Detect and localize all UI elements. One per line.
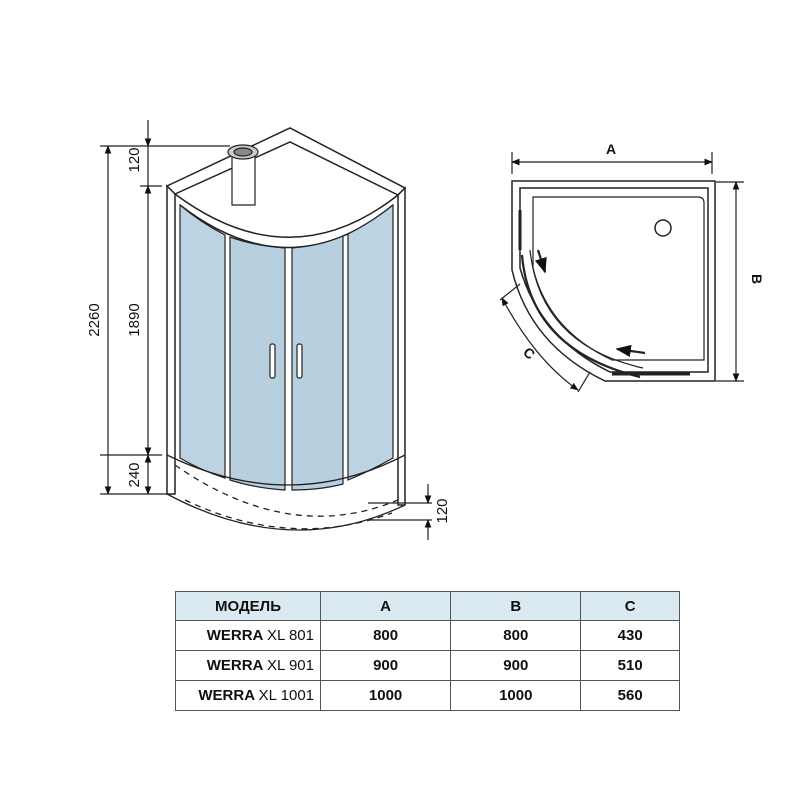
value-c: 430 [580, 620, 680, 651]
column-header-b: B [450, 591, 582, 621]
table-header-row: МОДЕЛЬ A B C [175, 591, 680, 621]
dim-tray-label: 120 [434, 498, 451, 523]
value-b: 1000 [450, 680, 582, 711]
table-row: WERRA XL 901 900 900 510 [175, 650, 680, 681]
model-number: XL 1001 [258, 687, 314, 704]
glass-panel-left [179, 203, 226, 479]
door-handles [269, 343, 303, 379]
dim-total-height-label: 2260 [86, 303, 103, 336]
dim-top-label: 120 [126, 147, 143, 172]
dim-c-label: C [520, 344, 538, 363]
value-a: 900 [319, 650, 452, 681]
glass-panel-door-right [291, 235, 344, 491]
glass-panel-right [347, 203, 394, 481]
opening-c-dimension [499, 283, 591, 393]
table-row: WERRA XL 801 800 800 430 [175, 620, 680, 651]
value-a: 1000 [319, 680, 452, 711]
dim-b-label: B [749, 274, 765, 284]
model-number: XL 901 [267, 657, 314, 674]
dim-a-label: A [606, 141, 616, 157]
value-c: 510 [580, 650, 680, 681]
dimensions-table: МОДЕЛЬ A B C WERRA XL 801 800 800 430 WE… [175, 591, 680, 711]
model-name: WERRA [206, 657, 263, 674]
value-b: 800 [450, 620, 582, 651]
height-dimensions [100, 120, 230, 495]
value-c: 560 [580, 680, 680, 711]
value-a: 800 [319, 620, 452, 651]
model-cell: WERRA XL 1001 [175, 680, 321, 711]
slide-arrow-icons [534, 249, 646, 358]
column-header-c: C [580, 591, 680, 621]
width-a-dimension [511, 152, 713, 174]
shower-tray [166, 454, 406, 531]
value-b: 900 [450, 650, 582, 681]
shower-head-icon [227, 144, 259, 206]
front-view: 2260 120 1890 240 [86, 120, 451, 540]
model-name: WERRA [198, 687, 255, 704]
model-cell: WERRA XL 801 [175, 620, 321, 651]
column-header-model: МОДЕЛЬ [175, 591, 321, 621]
glass-panel-door-left [229, 236, 286, 491]
dim-base-label: 240 [126, 462, 143, 487]
model-name: WERRA [206, 627, 263, 644]
depth-b-dimension [716, 181, 744, 382]
dim-door-label: 1890 [126, 303, 143, 336]
shower-cabin [165, 127, 407, 506]
door-handle-left [269, 343, 276, 379]
model-number: XL 801 [267, 627, 314, 644]
door-handle-right [296, 343, 303, 379]
tray-plan [511, 180, 716, 382]
table-row: WERRA XL 1001 1000 1000 560 [175, 680, 680, 711]
column-header-a: A [319, 591, 452, 621]
drain-icon [654, 219, 672, 237]
model-cell: WERRA XL 901 [175, 650, 321, 681]
tray-dimension [368, 484, 432, 540]
top-view: A B [499, 141, 765, 393]
glass-panels [179, 203, 394, 491]
